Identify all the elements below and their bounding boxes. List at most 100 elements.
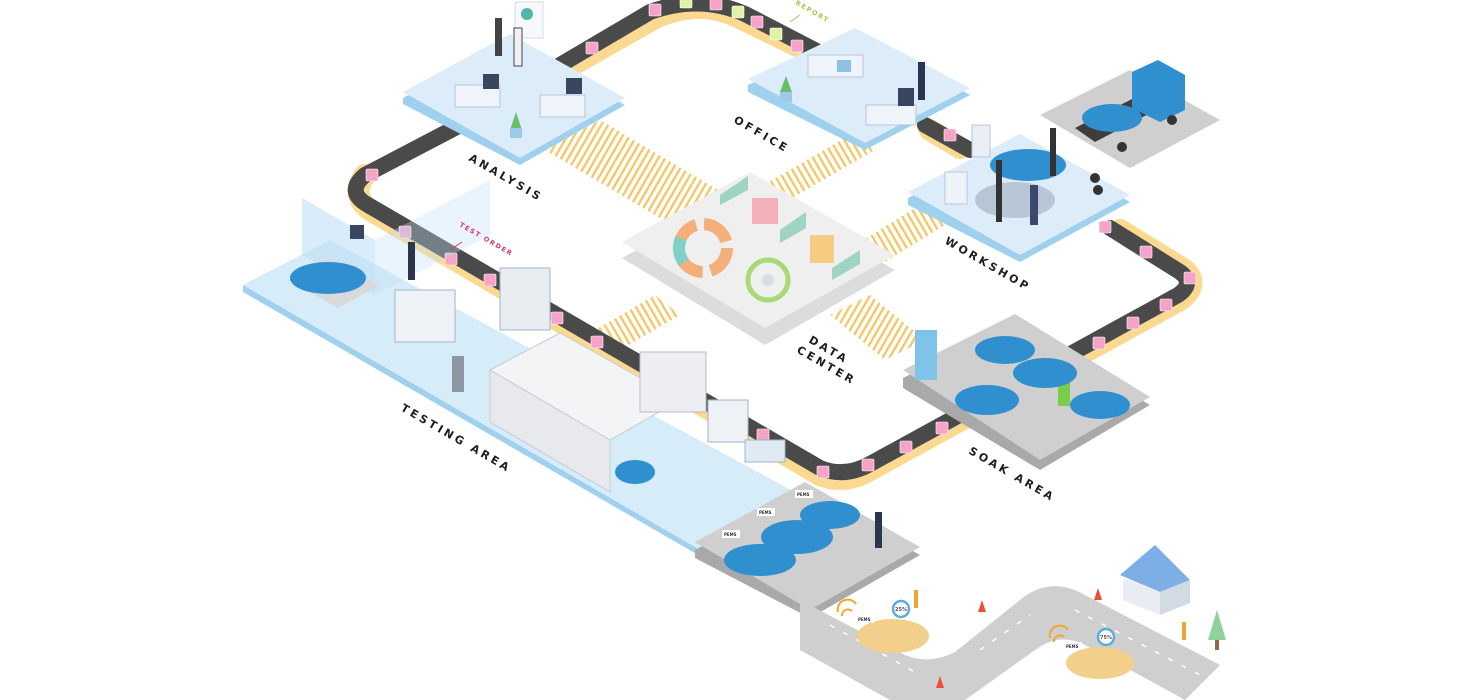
analysis-desk-2 bbox=[539, 94, 586, 118]
pems-parking-zone: PEMS PEMS PEMS bbox=[695, 482, 920, 618]
traffic-cone-icon bbox=[1094, 588, 1102, 600]
road-car-2 bbox=[1066, 647, 1134, 679]
analysis-monitor-2 bbox=[566, 78, 582, 94]
pems-device bbox=[722, 530, 740, 538]
road-test-zone: 25% 75% PEMS PEMS bbox=[800, 545, 1226, 700]
data-link-office-b bbox=[755, 135, 875, 205]
pems-device bbox=[1064, 642, 1082, 650]
soak-car-4 bbox=[1070, 391, 1130, 419]
lift-post-2 bbox=[1050, 128, 1056, 176]
soak-car-1 bbox=[975, 336, 1035, 364]
pems-tag: PEMS bbox=[724, 532, 737, 537]
pems-tag: PEMS bbox=[797, 492, 810, 497]
analysis-platform bbox=[403, 34, 625, 158]
towed-car bbox=[1082, 104, 1142, 132]
package-box bbox=[1159, 298, 1173, 312]
package-box bbox=[790, 39, 804, 53]
package-box bbox=[935, 421, 949, 435]
tool-rack bbox=[944, 171, 968, 205]
plant-pot bbox=[780, 92, 792, 102]
lifted-car bbox=[990, 149, 1066, 181]
package-box bbox=[709, 0, 723, 11]
pems-car-2 bbox=[761, 520, 833, 554]
office-label: OFFICE bbox=[732, 113, 792, 155]
data-center-zone: DATA CENTER bbox=[622, 172, 895, 388]
plant-icon bbox=[510, 112, 522, 130]
gas-cylinders bbox=[452, 356, 464, 392]
house-roof bbox=[1120, 545, 1190, 592]
tree-trunk bbox=[1215, 640, 1219, 650]
analyzer-cabinet bbox=[394, 289, 456, 343]
data-links bbox=[545, 120, 945, 360]
progress-ring-2 bbox=[1096, 627, 1116, 647]
control-monitor bbox=[350, 225, 364, 239]
report-tag-line bbox=[789, 14, 801, 23]
package-box bbox=[1183, 271, 1197, 285]
road bbox=[800, 586, 1220, 700]
area-chart-icon bbox=[720, 176, 748, 205]
ring-chart-center bbox=[762, 274, 774, 286]
donut-chart-icon bbox=[673, 218, 733, 278]
analysis-person-1 bbox=[495, 18, 502, 56]
tire-icon bbox=[1093, 185, 1103, 195]
lift-shadow bbox=[975, 182, 1055, 218]
office-person bbox=[918, 62, 925, 100]
wheel bbox=[1167, 115, 1177, 125]
ring-chart-icon bbox=[745, 257, 791, 303]
wifi-icon bbox=[836, 598, 857, 617]
office-monitor-1 bbox=[837, 60, 851, 72]
package-box bbox=[943, 128, 957, 142]
operator-desk bbox=[744, 439, 786, 463]
traffic-cone-icon bbox=[978, 600, 986, 612]
soak-platform bbox=[903, 314, 1150, 460]
package-box bbox=[398, 225, 412, 239]
area-chart-icon bbox=[780, 212, 806, 243]
wifi-icon bbox=[1048, 624, 1069, 643]
analysis-monitor-1 bbox=[483, 74, 499, 89]
package-box bbox=[756, 428, 770, 442]
donut-chart-icon bbox=[673, 218, 733, 278]
analysis-desk-1 bbox=[454, 84, 501, 108]
package-box bbox=[861, 458, 875, 472]
emission-analyzer bbox=[639, 351, 707, 413]
progress-ring-1 bbox=[891, 599, 911, 619]
pems-tag: PEMS bbox=[759, 510, 772, 515]
bar-chart-icon bbox=[752, 198, 778, 224]
mechanic bbox=[1030, 185, 1038, 225]
data-link-analysis bbox=[545, 120, 735, 230]
bar-chart-icon bbox=[810, 235, 834, 263]
wheel bbox=[1117, 142, 1127, 152]
package-box bbox=[1126, 316, 1140, 330]
testing-floor-edge bbox=[243, 285, 700, 556]
pems-car-3 bbox=[800, 501, 860, 529]
tow-truck-cab bbox=[1132, 60, 1185, 122]
analysis-pie-icon bbox=[521, 8, 533, 20]
pems-device bbox=[757, 508, 775, 516]
package-box bbox=[1139, 245, 1153, 259]
package-box bbox=[365, 168, 379, 182]
package-box bbox=[648, 3, 662, 17]
technician bbox=[408, 242, 415, 280]
plant-icon bbox=[780, 76, 792, 92]
test-order-tag-line bbox=[449, 241, 463, 251]
chamber-car bbox=[615, 460, 655, 484]
package-box bbox=[679, 0, 693, 9]
package-box bbox=[483, 273, 497, 287]
package-box bbox=[750, 15, 764, 29]
tree-icon bbox=[1208, 610, 1226, 640]
tow-truck-area bbox=[1040, 60, 1220, 168]
package-box bbox=[731, 5, 745, 19]
tire-icon bbox=[1090, 173, 1100, 183]
inspector bbox=[875, 512, 882, 548]
glass-wall bbox=[375, 180, 490, 295]
analysis-person-2 bbox=[513, 27, 523, 67]
conveyor-packages bbox=[365, 0, 1197, 479]
dyno-car bbox=[290, 262, 366, 294]
package-box bbox=[590, 335, 604, 349]
bollard-icon bbox=[914, 590, 918, 608]
pems-car-1 bbox=[724, 544, 796, 576]
office-monitor-2 bbox=[898, 88, 914, 106]
house-side bbox=[1160, 580, 1190, 615]
progress-value-1: 25% bbox=[895, 607, 907, 613]
